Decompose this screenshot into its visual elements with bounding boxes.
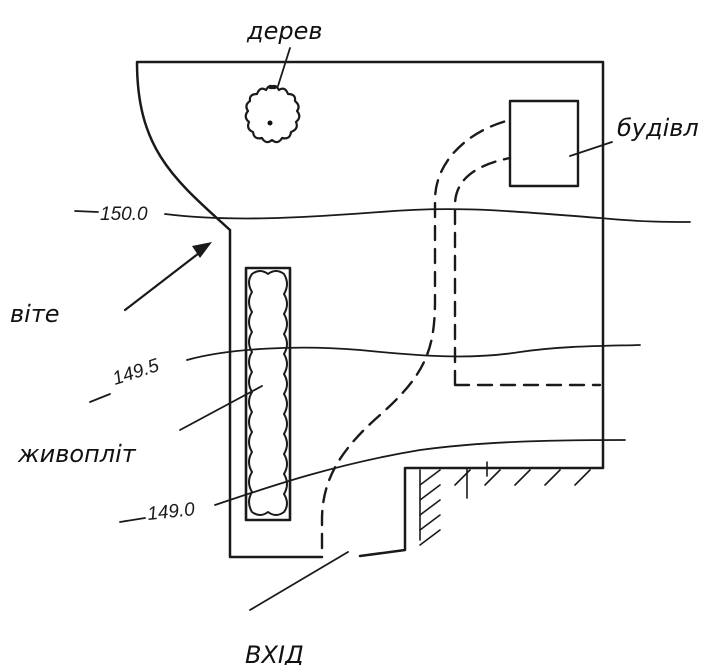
- retaining-wall: [419, 461, 591, 546]
- wind-label: віте: [10, 300, 60, 328]
- footpath: [320, 118, 602, 550]
- contour-label-149-5: 149.5: [110, 355, 162, 390]
- tree-label: дерев: [246, 17, 323, 45]
- contour-line-149: [214, 439, 626, 506]
- building-icon: [508, 99, 580, 188]
- contour-line-149-5: [186, 344, 641, 361]
- plot-boundary: [135, 60, 605, 559]
- building-label: будівл: [617, 114, 699, 142]
- contour-line-150: [164, 208, 691, 223]
- hedge-label: живопліт: [17, 440, 137, 468]
- entrance-label: ВХІД: [245, 641, 304, 665]
- contour-label-150: 150.0: [100, 204, 148, 225]
- contour-label-149: 149.0: [146, 499, 196, 525]
- tree-icon: [244, 47, 301, 144]
- wind-arrow-icon: [123, 242, 212, 312]
